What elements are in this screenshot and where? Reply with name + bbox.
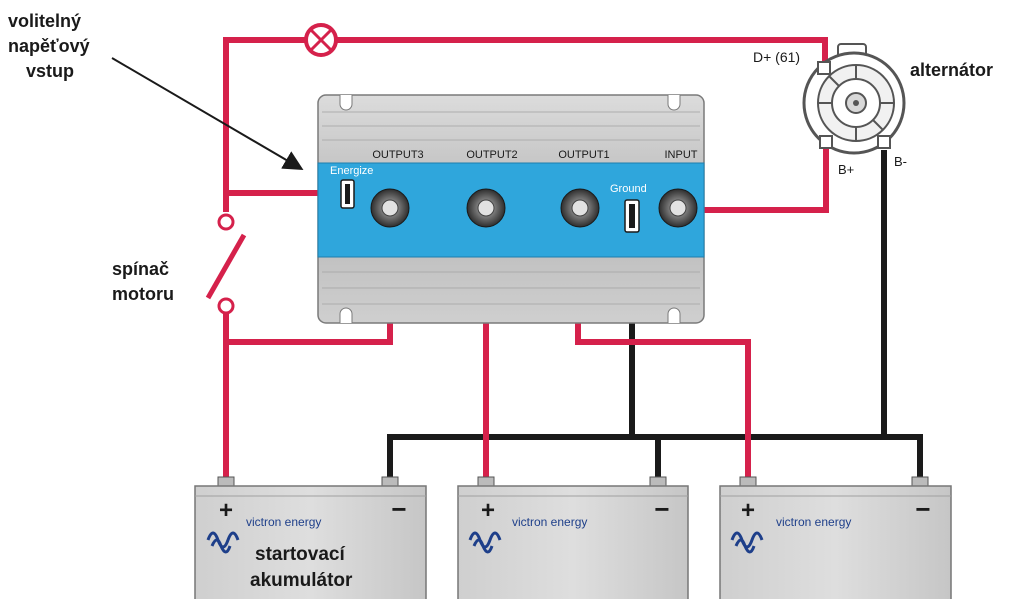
battery-2-brand: victron energy <box>512 515 587 529</box>
input-stud <box>658 188 698 228</box>
alternator-b-plus-label: B+ <box>838 162 854 177</box>
alternator-d-plus-label: D+ (61) <box>753 49 800 65</box>
voltage-input-arrow <box>111 57 304 171</box>
victron-logo-icon <box>468 531 502 554</box>
battery-1-brand: victron energy <box>246 515 321 529</box>
battery-2-minus: − <box>654 494 669 524</box>
voltage-input-label-1: volitelný <box>8 11 81 31</box>
victron-logo-icon <box>730 531 764 554</box>
mount-notch-bl <box>339 307 353 323</box>
victron-logo-icon <box>206 531 240 554</box>
mount-notch-tr <box>667 95 681 111</box>
battery-3-minus: − <box>915 494 930 524</box>
battery-3-brand: victron energy <box>776 515 851 529</box>
alternator-b-minus-label: B- <box>894 154 907 169</box>
label-ground: Ground <box>610 183 647 195</box>
starter-battery-label-1: startovací <box>255 544 345 565</box>
engine-switch-label-1: spínač <box>112 259 169 279</box>
alternator-label: alternátor <box>910 60 993 80</box>
output3-stud <box>370 188 410 228</box>
label-energize: Energize <box>330 165 373 177</box>
battery-1-minus: − <box>391 494 406 524</box>
label-output2: OUTPUT2 <box>466 149 517 161</box>
starter-battery-label-2: akumulátor <box>250 570 353 591</box>
battery-3: + − victron energy <box>719 476 952 599</box>
engine-switch-label-2: motoru <box>112 284 174 304</box>
output2-stud <box>466 188 506 228</box>
label-input: INPUT <box>665 149 698 161</box>
battery-2: + − victron energy <box>457 476 689 599</box>
label-output1: OUTPUT1 <box>558 149 609 161</box>
label-output3: OUTPUT3 <box>372 149 423 161</box>
battery-isolator: OUTPUT3 OUTPUT2 OUTPUT1 INPUT Energize G… <box>317 94 705 324</box>
d-plus-wire-right <box>336 37 828 62</box>
mount-notch-tl <box>339 95 353 111</box>
battery-1: + − victron energy <box>194 476 427 599</box>
engine-switch <box>205 213 247 315</box>
battery-3-plus: + <box>741 497 755 524</box>
voltage-input-label-2: napěťový <box>8 36 90 56</box>
warning-lamp <box>304 23 338 57</box>
d-plus-wire <box>223 37 306 212</box>
voltage-input-label-3: vstup <box>26 61 74 81</box>
input-wire <box>696 140 829 213</box>
output1-stud <box>560 188 600 228</box>
mount-notch-br <box>667 307 681 323</box>
battery-2-plus: + <box>481 497 495 524</box>
battery-1-plus: + <box>219 497 233 524</box>
alternator <box>802 43 906 155</box>
